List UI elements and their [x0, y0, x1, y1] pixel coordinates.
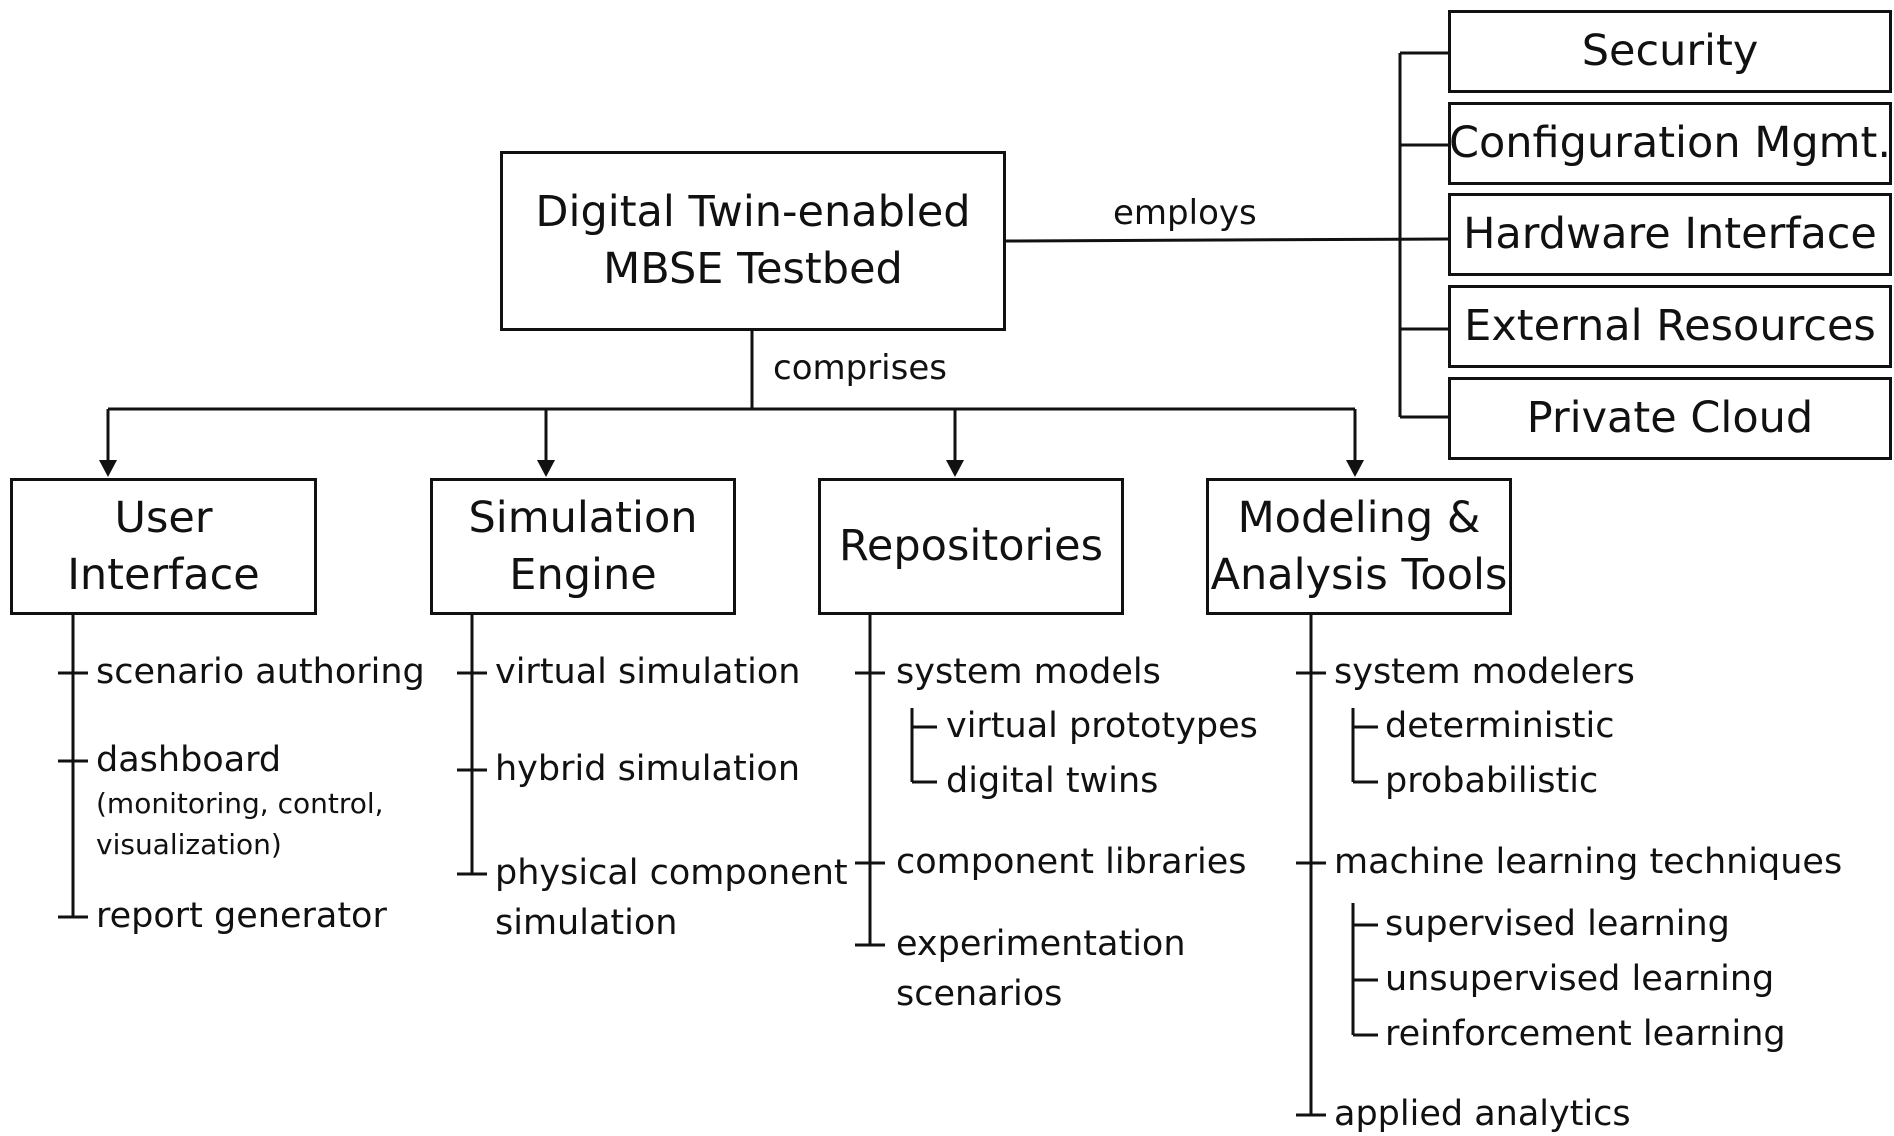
employs-connector — [1004, 237, 1449, 243]
list-item-note: visualization) — [96, 828, 282, 861]
root-title-line1: Digital Twin-enabled — [535, 187, 971, 238]
list-item: machine learning techniques — [1334, 842, 1843, 882]
component-title-line1: Repositories — [838, 521, 1103, 572]
sub-list-item: deterministic — [1385, 706, 1615, 746]
service-configuration-mgmt: Configuration Mgmt. — [1448, 102, 1892, 185]
list-item: system models — [896, 652, 1161, 692]
service-private-cloud: Private Cloud — [1448, 377, 1892, 460]
component-title-line2: Engine — [509, 549, 657, 600]
list-item: dashboard — [96, 740, 282, 780]
service-label: External Resources — [1464, 301, 1876, 352]
component-modeling-analysis-tools: Modeling & Analysis Tools — [1206, 478, 1512, 615]
list-item: component libraries — [896, 842, 1247, 882]
service-security: Security — [1448, 10, 1892, 93]
list-item: report generator — [96, 896, 387, 936]
service-external-resources: External Resources — [1448, 285, 1892, 368]
sub-list-item: probabilistic — [1385, 761, 1599, 801]
list-item: applied analytics — [1334, 1094, 1631, 1134]
component-title-line1: User — [114, 492, 213, 543]
arrowhead-simulation-engine — [537, 460, 555, 477]
arrowhead-modeling-tools — [1346, 460, 1364, 477]
sub-list-item: reinforcement learning — [1385, 1014, 1786, 1054]
sub-list-item: supervised learning — [1385, 904, 1730, 944]
root-title-line2: MBSE Testbed — [603, 244, 903, 294]
component-simulation-engine: Simulation Engine — [430, 478, 736, 615]
sub-list-item: digital twins — [946, 761, 1159, 801]
service-label: Private Cloud — [1526, 393, 1814, 444]
sub-list-item: unsupervised learning — [1385, 959, 1775, 999]
list-item-continued: scenarios — [896, 974, 1063, 1014]
comprises-label: comprises — [773, 348, 947, 388]
list-item-note: (monitoring, control, — [96, 787, 384, 820]
list-item: hybrid simulation — [495, 749, 801, 789]
component-repositories: Repositories — [818, 478, 1124, 615]
component-title-line1: Modeling & — [1237, 492, 1481, 543]
list-item: system modelers — [1334, 652, 1635, 692]
arrowhead-user-interface — [99, 460, 117, 477]
component-title-line2: Analysis Tools — [1210, 549, 1508, 600]
list-item: virtual simulation — [495, 652, 801, 692]
service-label: Hardware Interface — [1463, 209, 1877, 260]
service-hardware-interface: Hardware Interface — [1448, 193, 1892, 276]
employs-label: employs — [1113, 193, 1257, 233]
list-item-continued: simulation — [495, 903, 678, 943]
list-item: scenario authoring — [96, 652, 425, 692]
arrowhead-repositories — [946, 460, 964, 477]
sub-list-item: virtual prototypes — [946, 706, 1258, 746]
component-user-interface: User Interface — [10, 478, 317, 615]
service-label: Security — [1581, 26, 1759, 77]
service-label: Configuration Mgmt. — [1448, 118, 1892, 169]
list-item: physical component — [495, 853, 848, 893]
component-title-line1: Simulation — [468, 492, 698, 543]
component-title-line2: Interface — [67, 549, 260, 600]
root-node: Digital Twin-enabled MBSE Testbed — [500, 151, 1006, 331]
list-item: experimentation — [896, 924, 1186, 964]
